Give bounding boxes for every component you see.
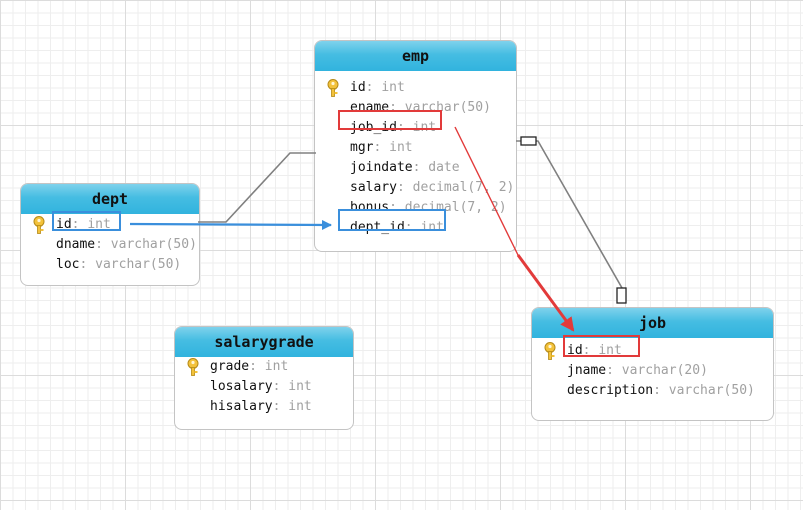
field-name: joindate bbox=[350, 160, 413, 175]
field-type: int bbox=[389, 140, 413, 155]
field-type: varchar(50) bbox=[110, 237, 197, 252]
field-emp-bonus[interactable]: bonus: decimal(7, 2) bbox=[350, 200, 507, 215]
field-type: decimal(7, 2) bbox=[404, 200, 507, 215]
field-name: id bbox=[56, 217, 72, 232]
relation-endpoint-job[interactable] bbox=[616, 287, 627, 304]
field-type: int bbox=[87, 217, 111, 232]
field-name: salary bbox=[350, 180, 397, 195]
field-type: varchar(20) bbox=[621, 363, 708, 378]
field-emp-id[interactable]: id: int bbox=[315, 78, 516, 98]
table-salarygrade-header[interactable]: salarygrade bbox=[175, 327, 353, 357]
field-job-description[interactable]: description: varchar(50) bbox=[567, 383, 755, 398]
field-name: loc bbox=[56, 257, 80, 272]
field-emp-dept-id[interactable]: dept_id: int bbox=[350, 220, 444, 235]
relation-line-emp-job[interactable] bbox=[516, 140, 623, 292]
field-type: varchar(50) bbox=[95, 257, 182, 272]
field-type: date bbox=[428, 160, 460, 175]
field-dept-dname[interactable]: dname: varchar(50) bbox=[56, 237, 197, 252]
field-name: description bbox=[567, 383, 654, 398]
highlight-emp-job-id bbox=[338, 110, 442, 130]
field-name: job_id bbox=[350, 120, 397, 135]
relation-endpoint-emp[interactable] bbox=[520, 136, 537, 146]
field-type: int bbox=[381, 80, 405, 95]
table-emp-fields: id: int ename: varchar(50) job_id: int m… bbox=[315, 71, 516, 238]
field-name: grade bbox=[210, 359, 250, 374]
field-type: int bbox=[598, 343, 622, 358]
field-name: jname bbox=[567, 363, 607, 378]
field-name: id bbox=[350, 80, 366, 95]
field-name: bonus bbox=[350, 200, 390, 215]
field-type: int bbox=[412, 120, 437, 135]
annotation-arrow-red bbox=[454, 126, 574, 331]
primary-key-icon bbox=[33, 216, 45, 234]
field-job-jname[interactable]: jname: varchar(20) bbox=[567, 363, 708, 378]
table-dept-fields: id: int dname: varchar(50) loc: varchar(… bbox=[21, 214, 199, 275]
annotation-arrow-blue bbox=[129, 219, 332, 230]
table-job-fields: id: int jname: varchar(20) description: … bbox=[532, 338, 773, 401]
field-dept-id[interactable]: id: int bbox=[21, 215, 199, 235]
field-name: mgr bbox=[350, 140, 374, 155]
primary-key-icon bbox=[187, 358, 199, 376]
highlight-dept-id bbox=[52, 211, 121, 231]
field-job-id[interactable]: id: int bbox=[532, 341, 773, 361]
field-emp-job-id[interactable]: job_id: int bbox=[350, 120, 437, 135]
table-dept-header[interactable]: dept bbox=[21, 184, 199, 214]
field-emp-joindate[interactable]: joindate: date bbox=[350, 160, 460, 175]
field-salarygrade-hisalary[interactable]: hisalary: int bbox=[210, 399, 312, 414]
field-salarygrade-grade[interactable]: grade: int bbox=[175, 357, 353, 377]
table-emp-header[interactable]: emp bbox=[315, 41, 516, 71]
table-salarygrade-fields: grade: int losalary: int hisalary: int bbox=[175, 357, 353, 417]
field-name: id bbox=[567, 343, 583, 358]
field-type: decimal(7, 2) bbox=[412, 180, 515, 195]
field-name: dept_id bbox=[350, 220, 405, 235]
table-salarygrade[interactable]: salarygrade grade: int losalary: int his… bbox=[174, 326, 354, 430]
field-salarygrade-losalary[interactable]: losalary: int bbox=[210, 379, 312, 394]
relation-line-emp-dept[interactable] bbox=[198, 152, 316, 223]
field-emp-mgr[interactable]: mgr: int bbox=[350, 140, 413, 155]
primary-key-icon bbox=[327, 79, 339, 97]
table-emp[interactable]: emp id: int ename: varchar(50) job_id: i… bbox=[314, 40, 517, 252]
field-dept-loc[interactable]: loc: varchar(50) bbox=[56, 257, 182, 272]
highlight-job-id bbox=[563, 335, 640, 357]
field-name: losalary bbox=[210, 379, 273, 394]
annotation-arrow-red-head bbox=[516, 254, 575, 332]
field-type: int bbox=[288, 379, 312, 394]
field-type: int bbox=[264, 359, 289, 374]
highlight-emp-dept-id bbox=[338, 209, 446, 231]
primary-key-icon bbox=[544, 342, 556, 360]
field-name: hisalary bbox=[210, 399, 273, 414]
field-type: int bbox=[420, 220, 444, 235]
field-emp-salary[interactable]: salary: decimal(7, 2) bbox=[350, 180, 515, 195]
field-name: dname bbox=[56, 237, 96, 252]
field-type: varchar(50) bbox=[668, 383, 755, 398]
field-type: int bbox=[288, 399, 312, 414]
table-dept[interactable]: dept id: int dname: varchar(50) loc: var… bbox=[20, 183, 200, 286]
